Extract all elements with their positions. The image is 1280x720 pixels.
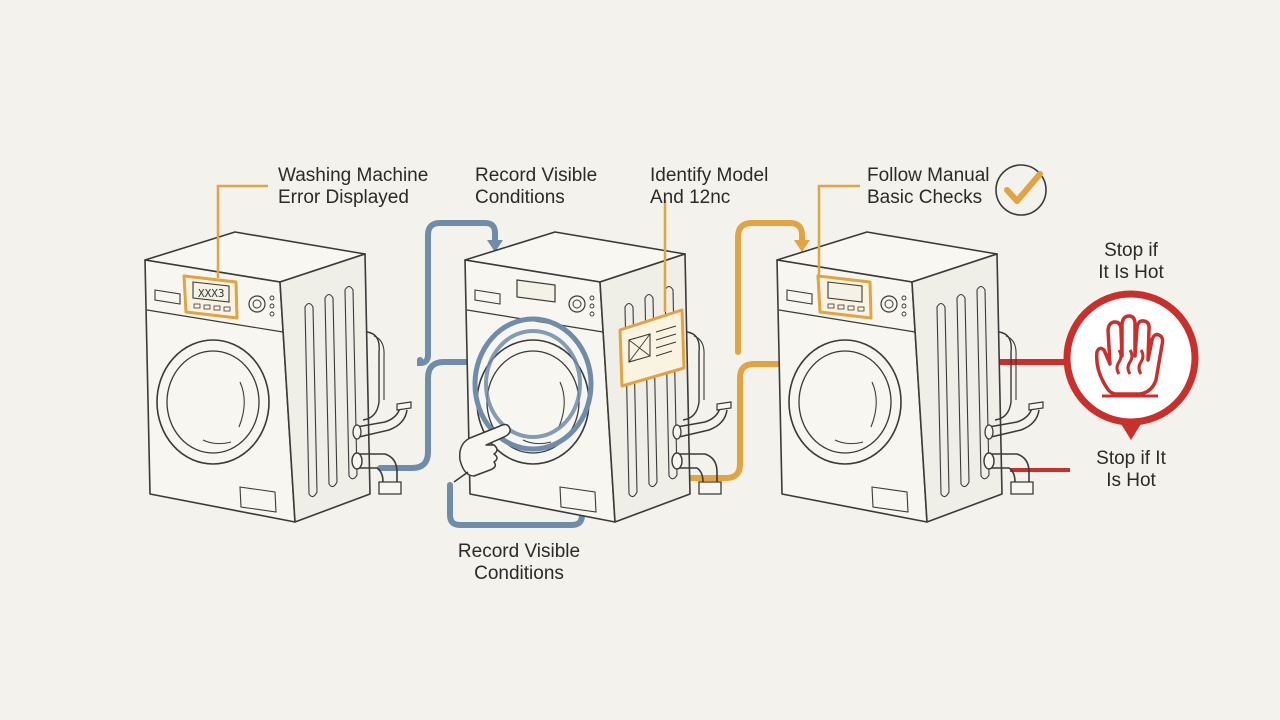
hot-hand-warning-icon	[1063, 290, 1199, 440]
step-record-top-line2: Conditions	[475, 187, 565, 208]
step-manual-line1: Follow Manual	[867, 165, 990, 186]
blue-connector-mid	[377, 359, 481, 471]
orange-arrowhead	[794, 240, 810, 252]
step-error-line1: Washing Machine	[278, 165, 429, 186]
stop-bottom-label: Stop if It Is Hot	[1080, 448, 1182, 492]
step-identify-line2: And 12nc	[650, 187, 731, 208]
step-error-line2: Error Displayed	[278, 187, 409, 208]
step-record-bottom-line1: Record Visible	[457, 541, 581, 562]
stop-top-label: Stop if It Is Hot	[1080, 240, 1182, 284]
step-identify-line1: Identify Model	[650, 165, 769, 186]
blue-connector-top	[417, 220, 498, 367]
orange-connector-top	[735, 220, 805, 355]
orange-connector-bottom	[687, 361, 798, 481]
machine-3-display-highlight	[816, 274, 873, 320]
stop-top-line1: Stop if	[1104, 240, 1158, 261]
stop-bottom-line1: Stop if It	[1096, 448, 1166, 469]
step-manual-line2: Basic Checks	[867, 187, 983, 208]
machine-2-display	[516, 279, 556, 303]
step-record-top-line1: Record Visible	[475, 165, 598, 186]
manual-leader-line	[817, 184, 860, 278]
step-identify-label: Identify Model And 12nc	[650, 165, 768, 209]
door-highlight-ring	[472, 316, 594, 452]
blue-arrowhead-top	[487, 240, 503, 252]
step-error-label: Washing Machine Error Displayed	[278, 165, 428, 209]
error-leader-line	[216, 184, 268, 278]
blue-connector-bottom	[447, 452, 585, 528]
checkmark-icon	[995, 164, 1047, 216]
error-code: XXX3	[198, 287, 225, 300]
rating-label-icon	[618, 308, 686, 388]
step-record-bottom-line2: Conditions	[474, 563, 564, 584]
display-highlight-icon: XXX3	[182, 274, 239, 320]
step-record-top-label: Record Visible Conditions	[475, 165, 597, 209]
step-manual-label: Follow Manual Basic Checks	[867, 165, 990, 209]
stop-bottom-line2: Is Hot	[1106, 470, 1156, 491]
step-record-bottom-label: Record Visible Conditions	[448, 541, 590, 585]
stop-top-line2: It Is Hot	[1098, 262, 1164, 283]
